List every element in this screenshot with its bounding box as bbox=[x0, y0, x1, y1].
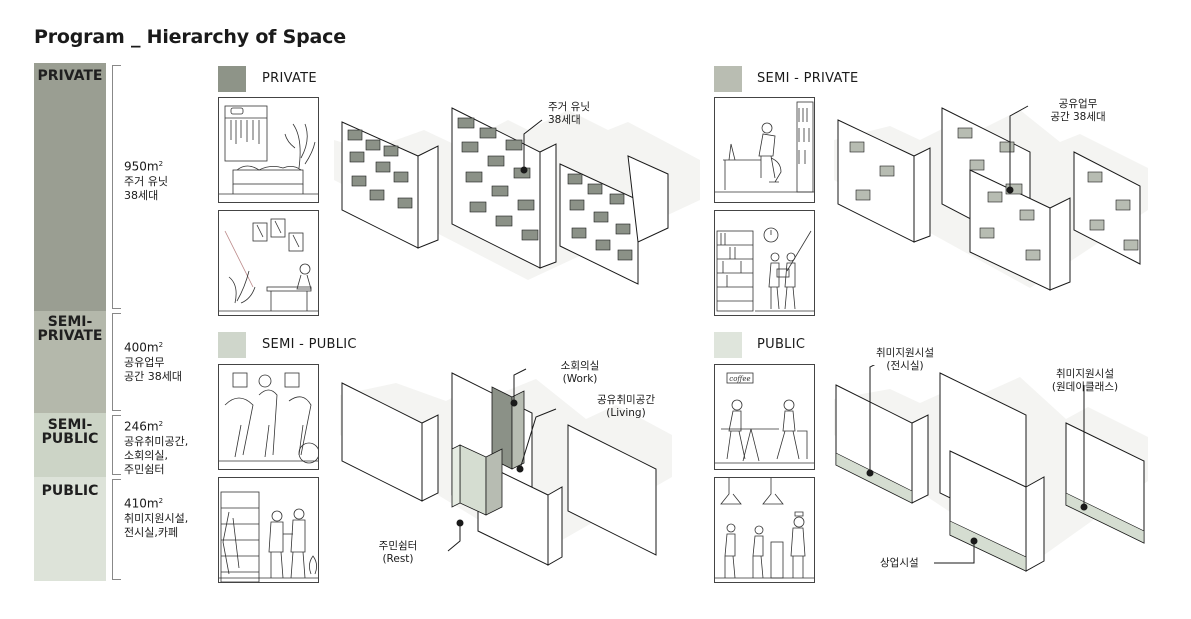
sketch-cafe: coffee bbox=[714, 364, 815, 470]
note-line: (원데이클래스) bbox=[1051, 381, 1119, 393]
iso-public-building bbox=[834, 372, 1148, 572]
iso-private bbox=[334, 107, 700, 285]
area-sup: 2 bbox=[158, 341, 164, 349]
section-title-private: PRIVATE bbox=[262, 71, 317, 86]
stat-desc: 공간 38세대 bbox=[124, 369, 182, 383]
iso-semi-public bbox=[340, 368, 672, 566]
section-title-public: PUBLIC bbox=[757, 337, 806, 352]
sketch-kitchen bbox=[714, 477, 815, 583]
iso-semi-public-leaders bbox=[447, 368, 557, 552]
brace-public bbox=[112, 479, 121, 580]
note-line: (Rest) bbox=[382, 553, 414, 565]
sketch-bedroom bbox=[218, 97, 319, 203]
stat-desc: 주거 유닛 bbox=[124, 174, 168, 188]
stat-private: 950m2 주거 유닛 38세대 bbox=[124, 157, 168, 203]
bar-semi-private: SEMI- PRIVATE bbox=[34, 311, 106, 413]
iso-public bbox=[834, 365, 1148, 572]
sketch-meeting bbox=[714, 210, 815, 316]
stat-desc: 공유취미공간, bbox=[124, 434, 189, 448]
sketch-handshake bbox=[218, 477, 319, 583]
note-line: (Living) bbox=[606, 407, 646, 419]
stat-area: 400m bbox=[124, 340, 159, 355]
stat-desc: 주민쉼터 bbox=[124, 462, 165, 476]
area-sup: 2 bbox=[158, 420, 164, 428]
area-sup: 2 bbox=[158, 160, 164, 168]
note-line: 공유취미공간 bbox=[597, 394, 655, 406]
swatch-semi-public bbox=[218, 332, 246, 358]
note-line: 취미지원시설 bbox=[1056, 368, 1114, 380]
note-line: 소회의실 bbox=[560, 360, 600, 372]
note-exhibition: 취미지원시설 (전시실) bbox=[870, 347, 940, 373]
note-work: 소회의실 (Work) bbox=[554, 360, 606, 386]
stat-semi-public: 246m2 공유취미공간, 소회의실, 주민쉼터 bbox=[124, 417, 188, 477]
section-title-semi-private: SEMI - PRIVATE bbox=[757, 71, 859, 86]
stat-desc: 38세대 bbox=[124, 188, 159, 202]
iso-semi-private bbox=[834, 105, 1148, 291]
section-title-semi-public: SEMI - PUBLIC bbox=[262, 337, 357, 352]
iso-public-leaders bbox=[866, 365, 1088, 564]
page-title: Program _ Hierarchy of Space bbox=[34, 26, 346, 48]
sketch-study bbox=[218, 210, 319, 316]
stat-area: 950m bbox=[124, 159, 159, 174]
stat-desc: 공유업무 bbox=[124, 355, 165, 369]
stat-desc: 취미지원시설, bbox=[124, 511, 189, 525]
stat-desc: 전시실,카페 bbox=[124, 525, 179, 539]
note-line: 주거 유닛 bbox=[548, 101, 590, 113]
brace-semi-public bbox=[112, 415, 121, 475]
note-private: 주거 유닛 38세대 bbox=[548, 101, 598, 127]
note-rest: 주민쉼터 (Rest) bbox=[372, 540, 424, 566]
note-shop: 상업시설 bbox=[880, 557, 930, 570]
note-class: 취미지원시설 (원데이클래스) bbox=[1040, 368, 1130, 394]
bar-label-private: PRIVATE bbox=[37, 68, 103, 84]
bar-public: PUBLIC bbox=[34, 477, 106, 581]
note-line: 공간 38세대 bbox=[1050, 111, 1106, 123]
iso-private-leader bbox=[520, 119, 543, 174]
swatch-private bbox=[218, 66, 246, 92]
note-line: 공유업무 bbox=[1058, 98, 1098, 110]
note-line: (전시실) bbox=[886, 360, 924, 372]
sketch-office bbox=[714, 97, 815, 203]
iso-semi-public-zones bbox=[451, 386, 525, 516]
iso-semi-private-units bbox=[849, 127, 1139, 261]
stat-desc: 소회의실, bbox=[124, 448, 168, 462]
bar-semi-public: SEMI- PUBLIC bbox=[34, 413, 106, 477]
note-line: 취미지원시설 bbox=[876, 347, 934, 359]
swatch-public bbox=[714, 332, 742, 358]
note-line: (Work) bbox=[562, 373, 598, 385]
area-sup: 2 bbox=[158, 497, 164, 505]
stat-area: 410m bbox=[124, 496, 159, 511]
note-living: 공유취미공간 (Living) bbox=[588, 394, 664, 420]
brace-private bbox=[112, 65, 121, 309]
iso-private-units bbox=[347, 117, 633, 261]
bar-label-public: PUBLIC bbox=[41, 483, 99, 499]
note-semi-private: 공유업무 공간 38세대 bbox=[1043, 98, 1113, 124]
bar-label-semi-public: SEMI- PUBLIC bbox=[41, 417, 99, 447]
stat-area: 246m bbox=[124, 419, 159, 434]
bar-private: PRIVATE bbox=[34, 63, 106, 311]
bar-label-semi-private: SEMI- PRIVATE bbox=[37, 314, 103, 344]
iso-semi-private-leader bbox=[1006, 105, 1029, 194]
sketch-yoga bbox=[218, 364, 319, 470]
brace-semi-private bbox=[112, 313, 121, 411]
note-line: 주민쉼터 bbox=[378, 540, 418, 552]
swatch-semi-private bbox=[714, 66, 742, 92]
stat-semi-private: 400m2 공유업무 공간 38세대 bbox=[124, 338, 182, 384]
cafe-sign-text: coffee bbox=[729, 375, 750, 383]
stat-public: 410m2 취미지원시설, 전시실,카페 bbox=[124, 494, 188, 540]
note-line: 38세대 bbox=[548, 114, 581, 126]
iso-private-building bbox=[334, 107, 700, 285]
note-line: 상업시설 bbox=[880, 557, 919, 569]
